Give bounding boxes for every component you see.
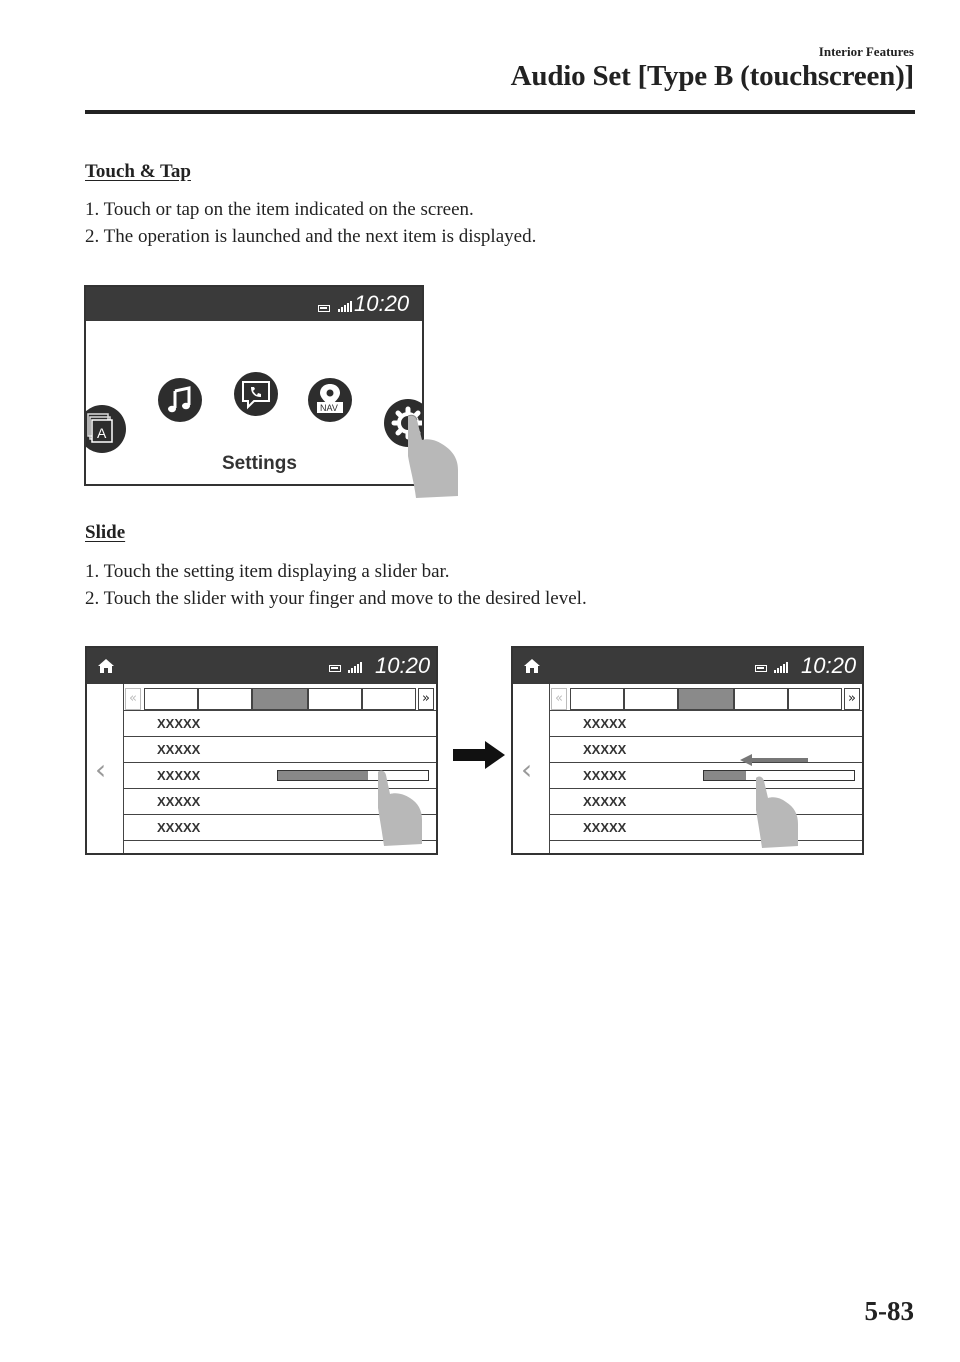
signal-icon xyxy=(774,662,788,673)
battery-icon xyxy=(329,665,341,672)
right-arrow-icon xyxy=(453,741,505,769)
slider-fill xyxy=(278,771,368,780)
slider-screen-before: 10:20 ‹ « » XXXXX XXXXX XXXXX XXXXX XXXX… xyxy=(85,646,438,855)
section-label: Interior Features xyxy=(818,44,914,59)
tab-3-selected xyxy=(678,688,734,710)
list-item: XXXXX xyxy=(123,814,436,841)
list-item-label: XXXXX xyxy=(157,768,201,783)
list-item: XXXXX xyxy=(123,736,436,763)
clock-time: 10:20 xyxy=(354,291,410,316)
touch-tap-step-1: 1. Touch or tap on the item indicated on… xyxy=(85,199,474,220)
settings-label: Settings xyxy=(222,453,297,474)
slide-heading: Slide xyxy=(85,522,126,543)
signal-icon xyxy=(338,301,352,312)
tab-5 xyxy=(788,688,842,710)
slider-bar xyxy=(703,770,855,781)
finger-pointer-icon xyxy=(407,414,458,498)
finger-pointer-icon xyxy=(378,770,422,846)
tab-2 xyxy=(198,688,252,710)
tab-next-arrow: » xyxy=(844,688,860,710)
status-bar: 10:20 xyxy=(87,648,436,684)
back-arrow-icon: ‹ xyxy=(95,753,107,786)
tab-1 xyxy=(570,688,624,710)
touch-tap-heading: Touch & Tap xyxy=(85,161,191,182)
list-item: XXXXX xyxy=(549,710,862,737)
tab-5 xyxy=(362,688,416,710)
list-item: XXXXX xyxy=(549,814,862,841)
list-item: XXXXX xyxy=(549,788,862,815)
back-arrow-icon: ‹ xyxy=(521,753,533,786)
list-item: XXXXX xyxy=(549,736,862,763)
page-number: 5-83 xyxy=(864,1296,915,1326)
list-item-label: XXXXX xyxy=(157,742,201,757)
list-item-label: XXXXX xyxy=(157,794,201,809)
finger-pointer-icon xyxy=(756,776,798,848)
tab-1 xyxy=(144,688,198,710)
clock-time: 10:20 xyxy=(375,653,431,678)
list-item: XXXXX xyxy=(123,788,436,815)
home-screen-illustration: 10:20 A NAV xyxy=(84,285,424,486)
phone-icon xyxy=(234,372,278,416)
left-column xyxy=(123,684,124,853)
tab-prev-arrow: « xyxy=(551,688,567,710)
touch-tap-step-2: 2. The operation is launched and the nex… xyxy=(85,226,537,247)
tab-3-selected xyxy=(252,688,308,710)
list-item: XXXXX xyxy=(123,762,436,789)
list-item: XXXXX xyxy=(549,762,862,789)
home-icon xyxy=(524,659,540,673)
home-icon xyxy=(98,659,114,673)
navigation-icon: NAV xyxy=(308,378,352,422)
list-bottom-divider xyxy=(123,840,436,853)
list-item-label: XXXXX xyxy=(583,742,627,757)
tab-prev-arrow: « xyxy=(125,688,141,710)
list-item-label: XXXXX xyxy=(583,820,627,835)
list-item-label: XXXXX xyxy=(583,716,627,731)
slide-step-1: 1. Touch the setting item displaying a s… xyxy=(85,561,450,582)
list-item-label: XXXXX xyxy=(157,820,201,835)
slider-screen-after: 10:20 ‹ « » XXXXX XXXXX XXXXX XXXXX XXXX… xyxy=(511,646,864,855)
battery-icon xyxy=(318,305,330,312)
slide-direction-arrow-icon xyxy=(740,754,808,766)
left-column xyxy=(549,684,550,853)
list-item-label: XXXXX xyxy=(583,794,627,809)
list-bottom-divider xyxy=(549,840,862,853)
status-bar: 10:20 xyxy=(86,287,422,321)
signal-icon xyxy=(348,662,362,673)
clock-time: 10:20 xyxy=(801,653,857,678)
list-item-label: XXXXX xyxy=(583,768,627,783)
tab-2 xyxy=(624,688,678,710)
battery-icon xyxy=(755,665,767,672)
app-list-icon: A xyxy=(86,405,126,453)
slide-step-2: 2. Touch the slider with your finger and… xyxy=(85,588,587,609)
page-title: Audio Set [Type B (touchscreen)] xyxy=(510,60,915,92)
status-bar: 10:20 xyxy=(513,648,862,684)
list-item: XXXXX xyxy=(123,710,436,737)
music-icon xyxy=(158,378,202,422)
tab-next-arrow: » xyxy=(418,688,434,710)
app-badge-letter: A xyxy=(97,425,107,441)
slider-bar xyxy=(277,770,429,781)
title-rule xyxy=(85,110,915,114)
tab-4 xyxy=(734,688,788,710)
slider-fill xyxy=(704,771,746,780)
tab-4 xyxy=(308,688,362,710)
list-item-label: XXXXX xyxy=(157,716,201,731)
nav-badge-text: NAV xyxy=(320,403,338,413)
